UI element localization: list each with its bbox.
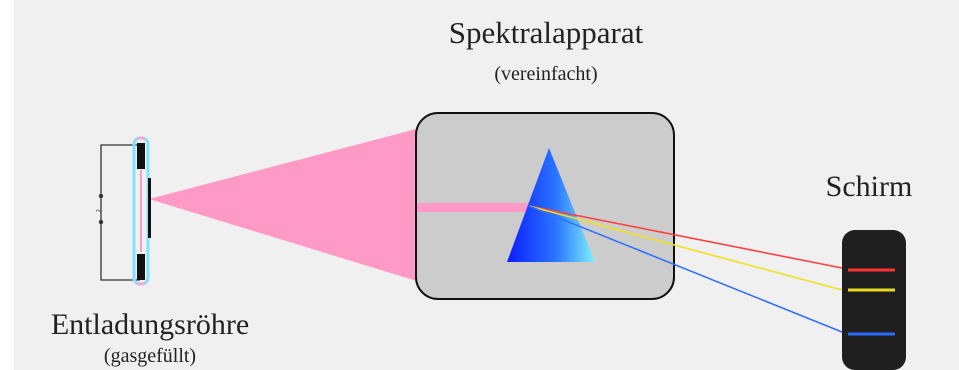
screen bbox=[842, 230, 906, 370]
circuit-wire bbox=[100, 144, 140, 281]
ac-source-symbol: ~ bbox=[96, 205, 102, 217]
ac-source-terminal bbox=[98, 219, 104, 225]
apparatus-title: Spektralapparat bbox=[449, 15, 644, 50]
tube-subtitle: (gasgefüllt) bbox=[104, 345, 196, 367]
prism bbox=[507, 148, 595, 262]
ac-source-terminal bbox=[98, 193, 104, 199]
ray-yellow bbox=[528, 205, 843, 291]
collimated-beam bbox=[417, 203, 529, 212]
electrode-bottom bbox=[137, 254, 145, 280]
slit bbox=[148, 178, 151, 238]
ray-red bbox=[528, 205, 843, 269]
discharge-tube bbox=[98, 136, 151, 286]
screen-title: Schirm bbox=[826, 170, 913, 203]
tube-title: Entladungsröhre bbox=[51, 308, 249, 341]
electrode-top bbox=[137, 143, 145, 169]
apparatus-subtitle: (vereinfacht) bbox=[494, 63, 597, 85]
ray-blue bbox=[528, 205, 843, 333]
light-cone bbox=[149, 128, 420, 282]
